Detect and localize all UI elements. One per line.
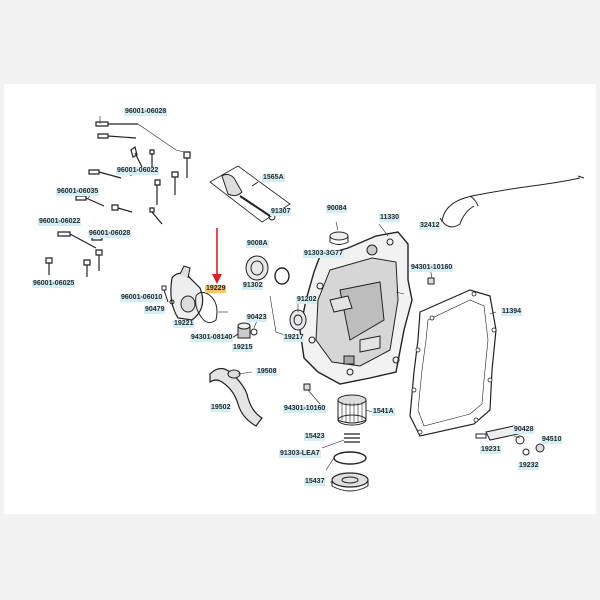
label-91202: 91202 <box>296 296 318 304</box>
label-32412: 32412 <box>419 222 441 230</box>
label-19231: 19231 <box>480 446 502 454</box>
oil-filter-part <box>337 394 367 426</box>
label-9008a: 9008A <box>246 240 269 248</box>
label-15437: 15437 <box>304 478 326 486</box>
label-91303-lea7: 91303-LEA7 <box>279 450 321 458</box>
label-96001-06028-top: 96001-06028 <box>124 108 168 116</box>
pump-shaft-part <box>475 425 545 456</box>
label-96001-06025: 96001-06025 <box>32 280 76 288</box>
label-96001-06022-upper: 96001-06022 <box>116 167 160 175</box>
label-90479: 90479 <box>144 306 166 314</box>
label-19508: 19508 <box>256 368 278 376</box>
label-1565a: 1565A <box>262 174 285 182</box>
label-90084: 90084 <box>326 205 348 213</box>
label-19221: 19221 <box>173 320 195 328</box>
label-19215: 19215 <box>232 344 254 352</box>
label-11394: 11394 <box>501 308 523 316</box>
label-94510: 94510 <box>541 436 563 444</box>
water-hose-part <box>209 367 263 427</box>
label-94301-08140: 94301-08140 <box>190 334 234 342</box>
crankcase-cover-part <box>299 231 413 385</box>
label-96001-06028-lower: 96001-06028 <box>88 230 132 238</box>
label-91302: 91302 <box>242 282 264 290</box>
label-94301-10160-lower: 94301-10160 <box>283 405 327 413</box>
label-96001-06035: 96001-06035 <box>56 188 100 196</box>
label-15423: 15423 <box>304 433 326 441</box>
label-19229-highlighted: 19229 <box>205 285 227 293</box>
cover-gasket-part <box>409 289 497 437</box>
highlight-arrow <box>212 228 222 284</box>
label-19232: 19232 <box>518 462 540 470</box>
label-96001-06010: 96001-06010 <box>120 294 164 302</box>
cable-part <box>439 177 581 228</box>
label-19217: 19217 <box>283 334 305 342</box>
label-11330: 11330 <box>379 214 401 222</box>
label-90423: 90423 <box>246 314 268 322</box>
label-94301-10160-top: 94301-10160 <box>410 264 454 272</box>
label-91303-3g77: 91303-3G77 <box>303 250 344 258</box>
label-19502: 19502 <box>210 404 232 412</box>
label-90428: 90428 <box>513 426 535 434</box>
label-96001-06022-lower: 96001-06022 <box>38 218 82 226</box>
water-pump-cover-part <box>170 265 204 321</box>
dipstick-part <box>209 165 291 223</box>
label-1541a: 1541A <box>372 408 395 416</box>
bolt-group <box>45 121 191 277</box>
label-91307: 91307 <box>270 208 292 216</box>
